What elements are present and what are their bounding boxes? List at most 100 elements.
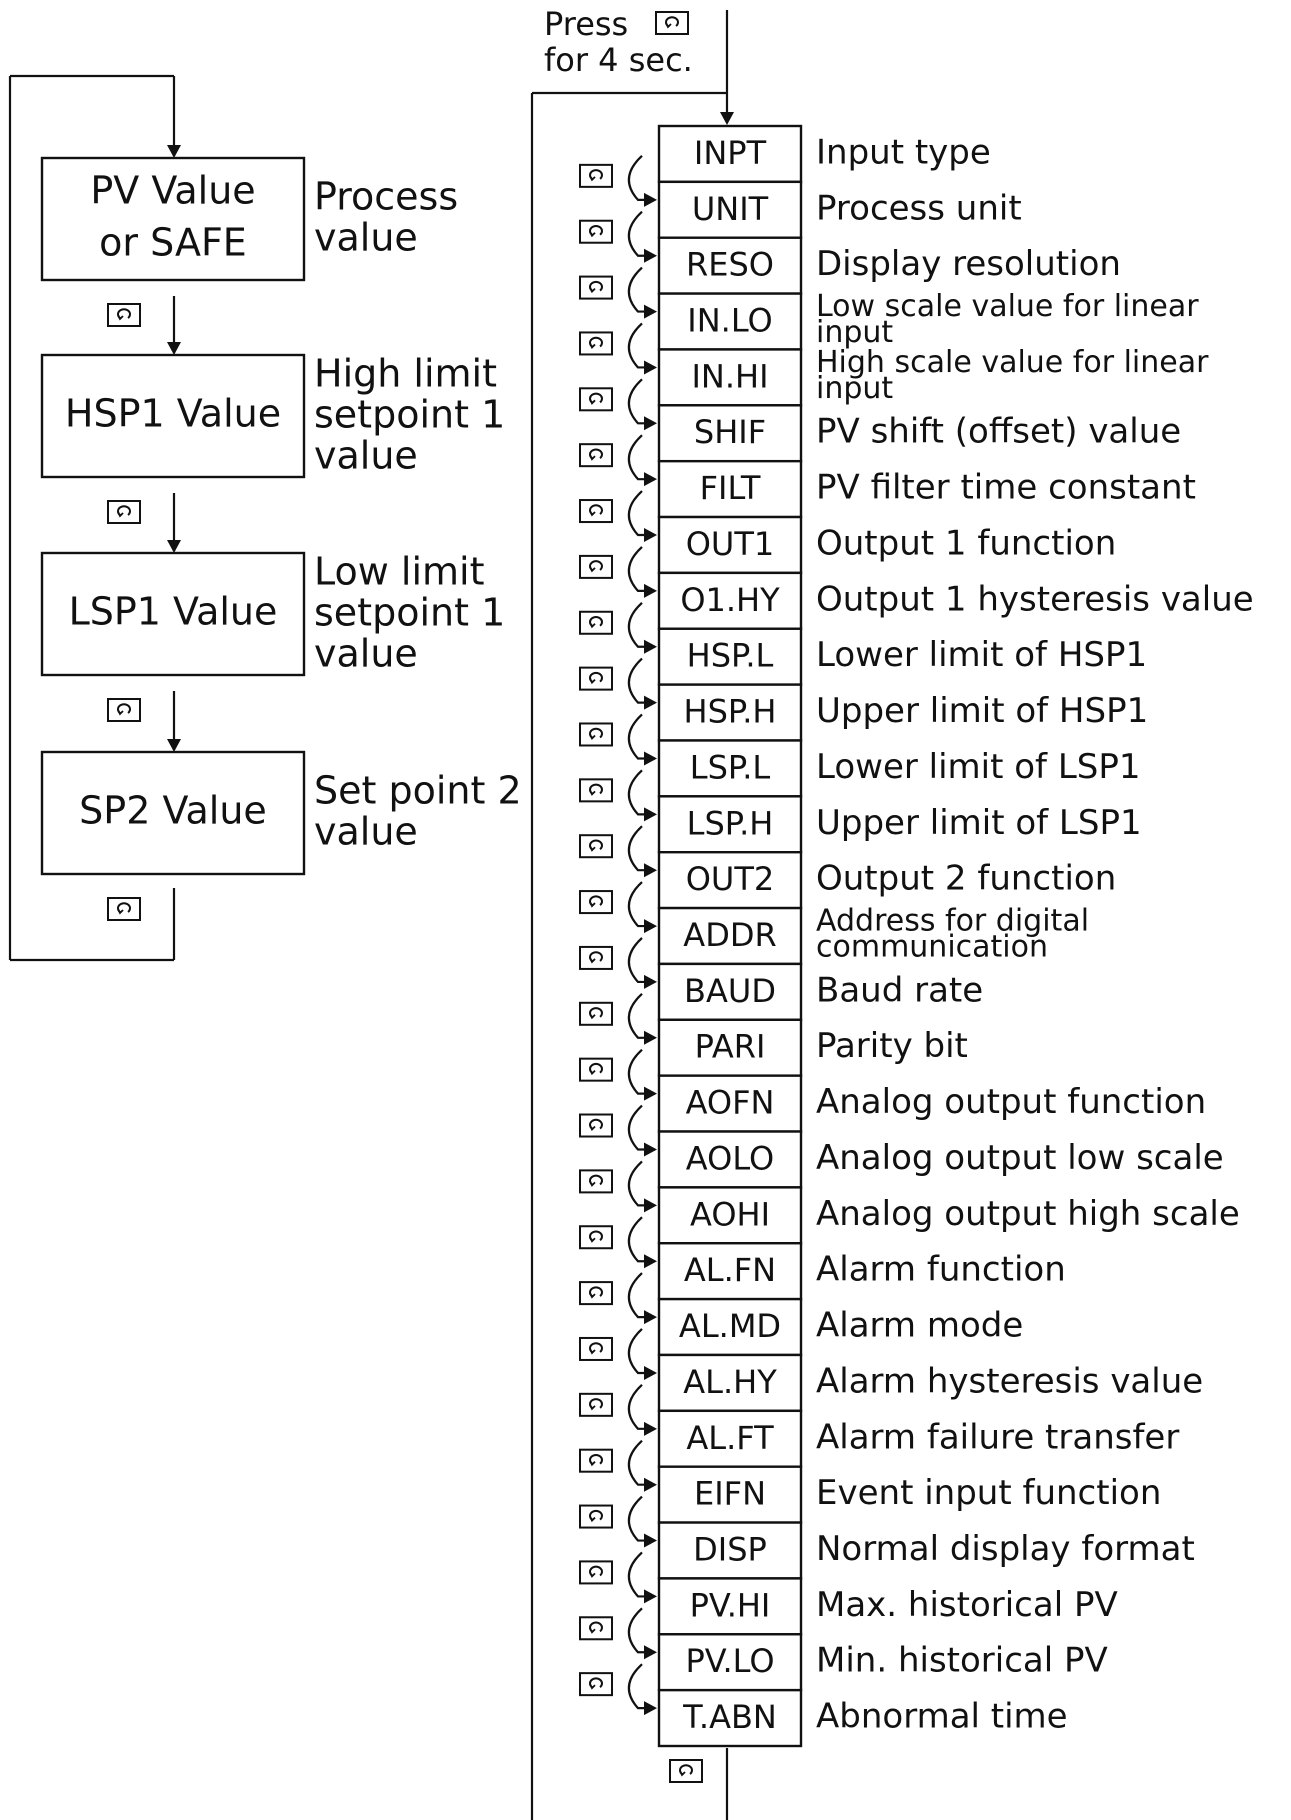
setup-box-out1 [657, 515, 803, 575]
setup-parameter-code: UNIT [692, 190, 769, 228]
advance-arrow-head [644, 1533, 657, 1548]
advance-arrow-head [644, 807, 657, 822]
key-icon-frame [579, 945, 613, 970]
key-icon-frame [579, 834, 613, 859]
key-icon-tip [589, 957, 596, 964]
setup-parameter-description: Min. historical PV [816, 1641, 1108, 1681]
key-icon-tip [589, 622, 596, 629]
key-icon-frame [579, 1672, 613, 1697]
advance-arrow-line [627, 266, 655, 313]
setup-parameter-code: DISP [693, 1530, 767, 1568]
setup-parameter-code: FILT [700, 469, 761, 507]
key-icon-tip [589, 678, 596, 685]
advance-arrow-line [627, 1607, 655, 1654]
advance-arrow-line [627, 937, 655, 984]
advance-arrow-head [644, 472, 657, 487]
normal-mode-description: value [314, 434, 418, 478]
scroll-key-icon [579, 1560, 613, 1585]
key-icon-tip [117, 314, 124, 321]
advance-arrow-head [644, 1310, 657, 1325]
key-icon-tip [589, 901, 596, 908]
scroll-key-icon [579, 778, 613, 803]
advance-arrow-head [644, 1589, 657, 1604]
setup-box-shif [657, 404, 803, 463]
setup-parameter-code: INPT [694, 134, 767, 172]
setup-parameter-description: input [816, 315, 893, 350]
key-icon-frame [579, 722, 613, 747]
key-icon-tip [589, 1069, 596, 1076]
key-icon-tip [589, 1460, 596, 1467]
scroll-key-icon [579, 443, 613, 468]
setup-parameter-description: Abnormal time [816, 1697, 1068, 1737]
key-icon-tip [589, 789, 596, 796]
setup-parameter-description: Output 2 function [816, 859, 1116, 899]
key-icon-frame [579, 163, 613, 188]
normal-mode-box-hsp1-value [40, 353, 306, 479]
normal-mode-box-label: or SAFE [99, 221, 247, 265]
advance-arrow-line [627, 1551, 655, 1598]
setup-parameter-description: Address for digital [816, 904, 1089, 939]
setup-box-addr [657, 906, 803, 966]
advance-arrow-head [644, 192, 657, 207]
normal-mode-box-label: HSP1 Value [65, 392, 281, 436]
advance-arrow-head [644, 863, 657, 878]
normal-mode-description: Process [314, 175, 458, 219]
advance-arrow-line [627, 1272, 655, 1319]
key-icon-tip [589, 1180, 596, 1187]
entry-arrow-head [720, 112, 734, 125]
advance-arrow-head [644, 1030, 657, 1045]
key-icon-tip [589, 510, 596, 517]
advance-arrow-head [644, 1365, 657, 1380]
advance-arrow-line [627, 1384, 655, 1430]
normal-mode-box-label: LSP1 Value [69, 590, 278, 634]
scroll-key-icon [579, 1672, 613, 1697]
advance-arrow-head [644, 1421, 657, 1436]
setup-parameter-code: AL.MD [679, 1307, 781, 1345]
key-icon-tip [117, 908, 124, 915]
setup-parameter-description: Baud rate [816, 970, 983, 1010]
advance-arrow-line [627, 378, 655, 425]
setup-parameter-code: SHIF [694, 413, 766, 451]
advance-arrow-line [627, 992, 655, 1039]
key-icon-tip [679, 1770, 686, 1777]
advance-arrow-line [627, 1048, 655, 1095]
setup-box-al-fn [657, 1242, 803, 1301]
advance-arrow-line [627, 1439, 655, 1486]
setup-box-filt [657, 459, 803, 519]
scroll-key-icon [579, 890, 613, 915]
advance-arrow-head [644, 751, 657, 766]
key-icon-tip [117, 511, 124, 518]
setup-parameter-code: PV.HI [690, 1586, 771, 1624]
setup-parameter-description: Low scale value for linear [816, 289, 1199, 324]
setup-parameter-code: AOFN [686, 1084, 775, 1122]
scroll-key-icon [669, 1759, 703, 1783]
advance-arrow-head [644, 583, 657, 598]
normal-mode-description: Low limit [314, 550, 485, 594]
advance-arrow-head [644, 1198, 657, 1213]
setup-parameter-code: BAUD [684, 972, 776, 1010]
scroll-key-icon [579, 219, 613, 244]
advance-arrow-line [627, 1328, 655, 1375]
key-icon-frame [579, 890, 613, 915]
key-icon-frame [579, 443, 613, 468]
setup-box-in-lo [657, 292, 803, 351]
setup-parameter-description: Parity bit [816, 1026, 968, 1066]
key-icon-frame [579, 387, 613, 412]
setup-box-reso [657, 236, 803, 295]
setup-box-pv-lo [657, 1633, 803, 1692]
setup-parameter-description: Lower limit of LSP1 [816, 747, 1141, 787]
setup-box-al-hy [657, 1353, 803, 1413]
scroll-key-icon [579, 1225, 613, 1250]
setup-parameter-code: LSP.H [687, 804, 774, 842]
scroll-key-icon [579, 1057, 613, 1082]
advance-arrow-line [627, 322, 655, 369]
setup-parameter-description: Normal display format [816, 1529, 1195, 1569]
normal-mode-description: value [314, 216, 418, 260]
setup-box-aohi [657, 1186, 803, 1245]
setup-box-hsp-h [657, 683, 803, 742]
setup-parameter-description: Alarm mode [816, 1306, 1023, 1346]
setup-box-t-abn [657, 1688, 803, 1748]
key-icon-frame [107, 500, 141, 524]
advance-arrow-head [644, 639, 657, 654]
